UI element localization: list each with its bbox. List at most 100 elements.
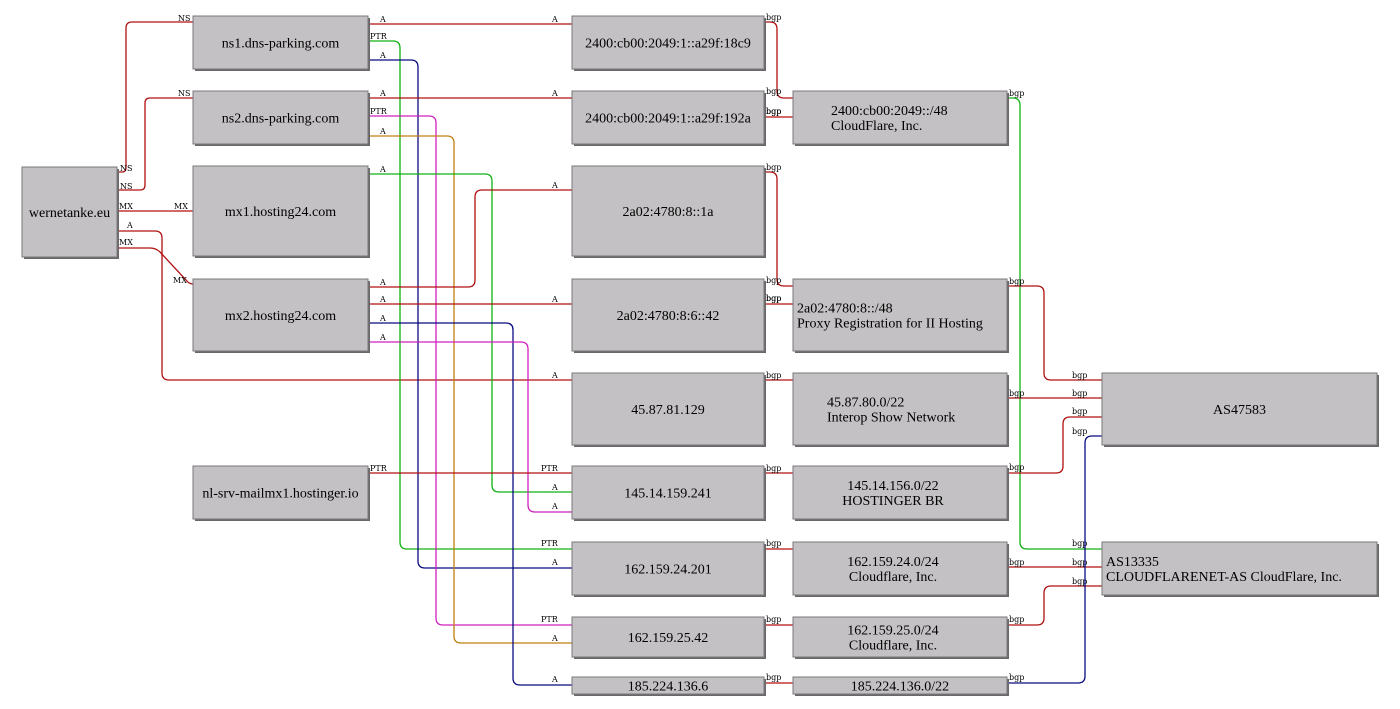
node-box xyxy=(792,90,1008,145)
edge-label: PTR xyxy=(370,464,388,473)
nodes-layer: wernetanke.eu ns1.dns-parking.com ns2.dns-… xyxy=(21,15,1379,696)
node-mx1[interactable]: mx1.hosting24.com xyxy=(192,165,370,258)
node-label: mx1.hosting24.com xyxy=(225,205,336,220)
edge-label: bgp xyxy=(1072,577,1087,586)
edge-label: NS xyxy=(178,14,190,23)
edge-line xyxy=(1007,585,1102,626)
node-box xyxy=(571,372,765,446)
edge-label: bgp xyxy=(1072,558,1087,567)
node-label: 185.224.136.0/22 xyxy=(851,680,949,695)
edge-label: bgp xyxy=(766,87,781,96)
node-box xyxy=(571,676,765,695)
node-ip4a[interactable]: 45.87.81.129 xyxy=(571,372,766,447)
node-ip6a[interactable]: 2400:cb00:2049:1::a29f:18c9 xyxy=(571,15,766,71)
node-ip6c[interactable]: 2a02:4780:8::1a xyxy=(571,165,766,258)
edge-line xyxy=(368,40,572,550)
edge-line xyxy=(1007,416,1102,474)
edge-label: NS xyxy=(178,89,190,98)
edge-label: A xyxy=(379,278,386,287)
edge-label: MX xyxy=(173,276,187,285)
node-label: 162.159.24.0/24 xyxy=(847,555,938,570)
node-net4e[interactable]: 185.224.136.0/22 xyxy=(792,676,1009,696)
node-box xyxy=(192,165,369,257)
edge-label: A xyxy=(551,15,558,24)
node-box xyxy=(192,90,369,145)
edge-label: bgp xyxy=(1072,389,1087,398)
edge-ip6a-net6a: bgp bgp xyxy=(764,13,793,99)
edge-label: A xyxy=(379,15,386,24)
node-box xyxy=(21,166,118,258)
node-label: 162.159.25.0/24 xyxy=(847,624,938,639)
node-wernetanke[interactable]: wernetanke.eu xyxy=(21,166,119,259)
edge-label: bgp xyxy=(766,615,781,624)
edge-wt-ip4a: AA xyxy=(117,221,572,381)
node-mx2[interactable]: mx2.hosting24.com xyxy=(192,278,370,353)
node-box xyxy=(571,278,765,352)
edge-label: bgp xyxy=(1072,539,1087,548)
node-label: CloudFlare, Inc. xyxy=(831,119,922,134)
edge-label: PTR xyxy=(370,32,388,41)
edge-net6a-as13335: bgp bgp xyxy=(1007,89,1102,550)
node-label: AS47583 xyxy=(1213,403,1266,418)
node-ip4e[interactable]: 185.224.136.6 xyxy=(571,676,766,696)
edge-label: MX xyxy=(119,202,133,211)
node-box xyxy=(1101,541,1378,596)
node-label: 2400:cb00:2049:1::a29f:192a xyxy=(585,112,751,127)
node-ip4c[interactable]: 162.159.24.201 xyxy=(571,541,766,597)
node-label: 145.14.159.241 xyxy=(624,487,712,502)
node-label: 2a02:4780:8::1a xyxy=(623,205,715,220)
node-box xyxy=(192,278,369,352)
edge-label: NS xyxy=(120,182,132,191)
edge-ns1-ip4c-a: AA xyxy=(368,51,572,569)
node-ip4b[interactable]: 145.14.159.241 xyxy=(571,465,766,521)
edge-label: PTR xyxy=(541,615,559,624)
edge-line xyxy=(368,322,572,686)
edge-ip4d-net4d: bgp xyxy=(764,615,793,626)
edge-label: bgp xyxy=(766,276,781,285)
node-box xyxy=(571,90,765,145)
node-box xyxy=(192,15,369,70)
edge-line xyxy=(1007,97,1102,550)
node-ns2[interactable]: ns2.dns-parking.com xyxy=(192,90,370,146)
edge-label: bgp xyxy=(1072,407,1087,416)
node-ip6b[interactable]: 2400:cb00:2049:1::a29f:192a xyxy=(571,90,766,146)
node-box xyxy=(571,15,765,70)
node-label: 2400:cb00:2049::/48 xyxy=(831,104,948,119)
node-label: 45.87.81.129 xyxy=(631,403,705,418)
node-label: 2400:cb00:2049:1::a29f:18c9 xyxy=(585,37,751,52)
edge-line xyxy=(117,21,193,173)
edge-label: bgp xyxy=(1009,615,1024,624)
edge-label: A xyxy=(551,675,558,684)
node-label: 145.14.156.0/22 xyxy=(847,479,938,494)
edge-label: A xyxy=(551,502,558,511)
edge-mx2-ip4b: AA xyxy=(368,333,572,513)
edge-label: MX xyxy=(119,238,133,247)
node-box xyxy=(792,616,1008,658)
node-ip6d[interactable]: 2a02:4780:8:6::42 xyxy=(571,278,766,353)
node-nlsrv[interactable]: nl-srv-mailmx1.hostinger.io xyxy=(192,465,370,521)
edge-wt-ns2: NS NS xyxy=(117,89,193,191)
edge-mx2-ip4e: AA xyxy=(368,314,572,686)
edge-label: bgp xyxy=(766,163,781,172)
node-ns1[interactable]: ns1.dns-parking.com xyxy=(192,15,370,71)
edge-label: A xyxy=(126,221,133,230)
node-ip4d[interactable]: 162.159.25.42 xyxy=(571,616,766,659)
edge-label: bgp xyxy=(766,13,781,22)
edge-label: A xyxy=(551,634,558,643)
node-label: 2a02:4780:8:6::42 xyxy=(617,309,720,324)
node-as47583[interactable]: AS47583 xyxy=(1101,372,1379,447)
edge-line xyxy=(368,189,572,288)
edge-ns2-ip4d: PTR PTR xyxy=(368,107,572,626)
